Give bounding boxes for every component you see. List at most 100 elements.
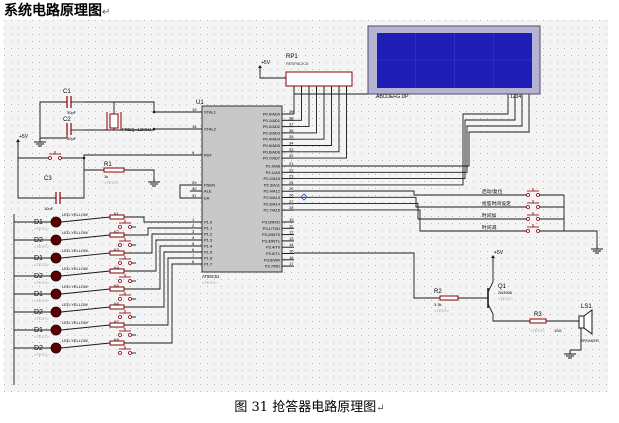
u1-pin-name: P0.5/AD5 — [263, 143, 281, 148]
u1-pin-number: 1 — [192, 217, 195, 222]
u1-pin-name: P1.5 — [204, 250, 213, 255]
p3-7-speaker-wire — [294, 252, 440, 299]
c3-ref: C3 — [44, 176, 52, 182]
u1-pin-number: 25 — [289, 186, 294, 191]
led-cathode-wire — [60, 216, 111, 223]
led-part: LED-YELLOW — [62, 212, 88, 217]
u1-pin-number: 12 — [289, 230, 294, 235]
key-label: K1 — [114, 211, 120, 216]
key-button-contact-right — [128, 225, 132, 229]
u1-pin-name: P3.6/WR — [264, 257, 280, 262]
u1-pin-number: 33 — [289, 147, 294, 152]
u1-pin-number: 27 — [289, 199, 294, 204]
u1-pin-number: 11 — [289, 223, 294, 228]
led-resistor — [109, 214, 125, 220]
c1-value: 30pF — [67, 110, 77, 115]
led-resistor — [109, 322, 125, 328]
r2-body — [439, 295, 459, 301]
r1-body — [103, 167, 125, 173]
vcc-transistor-arrow — [491, 255, 495, 258]
c2-ref: C2 — [63, 117, 71, 123]
p1-key-wire — [124, 239, 190, 272]
u1-pin-number: 26 — [289, 193, 294, 198]
p2-digit-wire — [294, 90, 523, 173]
r2-ref: R2 — [434, 289, 442, 295]
control-button-label: 启动/复位 — [482, 188, 503, 195]
u1-pin-name: P0.1/AD1 — [263, 118, 281, 123]
u1-pin-number: 18 — [192, 124, 197, 129]
key-button-contact-right — [128, 243, 132, 247]
led-ref: D1 — [34, 327, 43, 334]
u1-pin-number: 14 — [289, 242, 294, 247]
button-wire — [294, 196, 474, 208]
u1-pin-name: P0.3/AD3 — [263, 130, 281, 135]
p0-bus-wire — [294, 86, 317, 134]
led-text-placeholder: <TEXT> — [34, 244, 50, 249]
led-ref: D2 — [34, 309, 43, 316]
u1-pin-name: P0.7/AD7 — [263, 156, 281, 161]
cursor-marker — [300, 193, 308, 201]
u1-pin-number: 19 — [192, 107, 197, 112]
control-button-contact-left — [526, 205, 530, 209]
r3-text-placeholder: <TEXT> — [530, 328, 546, 333]
r1-text-placeholder: <TEXT> — [104, 180, 120, 185]
crystal-body — [109, 113, 119, 129]
led-indicator — [50, 306, 62, 318]
led-cathode-wire — [60, 234, 111, 241]
key-button-contact-right — [128, 351, 132, 355]
p0-bus-wire — [294, 86, 310, 128]
u1-pin-number: 29 — [192, 180, 197, 185]
led-resistor — [109, 304, 125, 310]
q1-part: 2N3906 — [498, 290, 513, 295]
key-button-contact-left — [118, 261, 122, 265]
speaker-body — [578, 315, 585, 329]
led-text-placeholder: <TEXT> — [34, 298, 50, 303]
u1-pin-number: 23 — [289, 174, 294, 179]
q1-collector-lead — [487, 303, 494, 315]
key-button-contact-left — [118, 243, 122, 247]
p2-digit-wire — [294, 90, 509, 186]
led-part: LED-YELLOW — [62, 338, 88, 343]
xtal1-junction — [152, 110, 156, 114]
u1-pin-name: P2.7/A15 — [264, 208, 281, 213]
led-part: LED-YELLOW — [62, 230, 88, 235]
u1-pin-name: P3.5/T1 — [266, 251, 281, 256]
u1-pin-name: P1.1 — [204, 226, 213, 231]
rp1-part: RESPACK-8 — [286, 61, 309, 66]
led-ref: D1 — [34, 291, 43, 298]
key-label: K3 — [114, 247, 120, 252]
led-ref: D1 — [34, 255, 43, 262]
key-button-contact-left — [118, 279, 122, 283]
led-cathode-wire — [60, 288, 111, 295]
c1-ref: C1 — [63, 89, 71, 95]
led-indicator — [50, 252, 62, 264]
u1-pin-name: P2.6/A14 — [264, 201, 281, 206]
led-part: LED-YELLOW — [62, 266, 88, 271]
p2-digit-wire — [294, 90, 530, 167]
u1-pin-number: 39 — [289, 109, 294, 114]
u1-pin-name: P3.1/TXD — [263, 226, 280, 231]
vcc-reset-label: +5V — [19, 134, 29, 140]
r3-ref: R3 — [534, 312, 542, 318]
u1-pin-number: 24 — [289, 180, 294, 185]
led-ref: D2 — [34, 273, 43, 280]
u1-pin-name: P3.7/RD — [265, 264, 280, 269]
u1-pin-name: P1.7 — [204, 262, 213, 267]
u1-pin-number: 37 — [289, 122, 294, 127]
p1-key-wire — [124, 251, 190, 308]
u1-pin-number: 31 — [192, 193, 197, 198]
led-indicator — [50, 342, 62, 354]
led-cathode-wire — [60, 342, 111, 349]
control-button-label: 抢答时间设定 — [482, 200, 511, 207]
button-ground-wire — [564, 230, 598, 245]
u1-pin-name: P0.6/AD6 — [263, 149, 281, 154]
u1-pin-number: 6 — [192, 247, 195, 252]
u1-pin-name: ALE — [204, 189, 212, 194]
control-button-contact-right — [536, 229, 540, 233]
p1-key-wire — [124, 245, 190, 290]
led-part: LED-YELLOW — [62, 284, 88, 289]
reset-button-contact-right — [58, 156, 62, 160]
caption-paragraph-mark: ↵ — [376, 403, 385, 414]
c3-rst-wire — [60, 158, 85, 199]
